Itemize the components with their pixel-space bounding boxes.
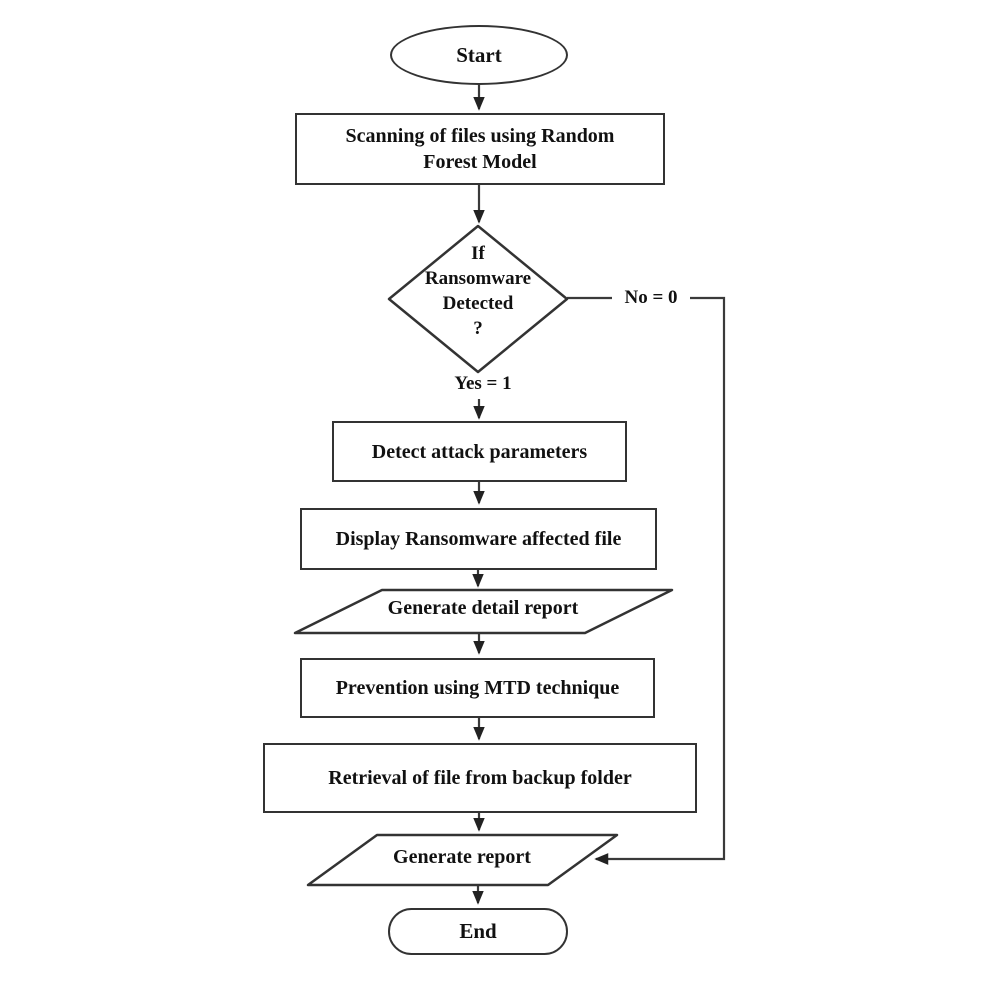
end-terminator: End bbox=[388, 908, 568, 955]
prevention-label: Prevention using MTD technique bbox=[335, 677, 620, 699]
decision-label-line4: ? bbox=[473, 318, 483, 339]
display-label: Display Ransomware affected file bbox=[335, 528, 622, 550]
decision-label-line3: Detected bbox=[442, 293, 514, 314]
generate-report-parallelogram bbox=[306, 833, 619, 887]
scanning-process-box: Scanning of files using Random Forest Mo… bbox=[295, 113, 665, 185]
generate-detail-report-parallelogram bbox=[293, 588, 674, 635]
decision-diamond-label: If Ransomware Detected ? bbox=[398, 241, 558, 341]
detect-attack-parameters-box: Detect attack parameters bbox=[332, 421, 627, 482]
scanning-label-line2: Forest Model bbox=[423, 151, 537, 173]
start-label: Start bbox=[456, 42, 502, 67]
decision-diamond-shape bbox=[387, 224, 569, 374]
decision-label-line2: Ransomware bbox=[424, 268, 532, 289]
prevention-mtd-box: Prevention using MTD technique bbox=[300, 658, 655, 718]
start-terminator: Start bbox=[390, 25, 568, 85]
retrieval-label: Retrieval of file from backup folder bbox=[328, 767, 632, 789]
no-branch-label: No = 0 bbox=[612, 287, 690, 309]
decision-label-line1: If bbox=[471, 243, 485, 264]
display-affected-file-box: Display Ransomware affected file bbox=[300, 508, 657, 570]
yes-branch-label: Yes = 1 bbox=[454, 373, 512, 394]
end-label: End bbox=[459, 919, 497, 943]
detect-label: Detect attack parameters bbox=[371, 440, 588, 463]
generate-report-label: Generate report bbox=[393, 846, 531, 868]
generate-detail-report-label: Generate detail report bbox=[387, 597, 579, 619]
scanning-label-line1: Scanning of files using Random bbox=[345, 125, 615, 147]
retrieval-backup-box: Retrieval of file from backup folder bbox=[263, 743, 697, 813]
